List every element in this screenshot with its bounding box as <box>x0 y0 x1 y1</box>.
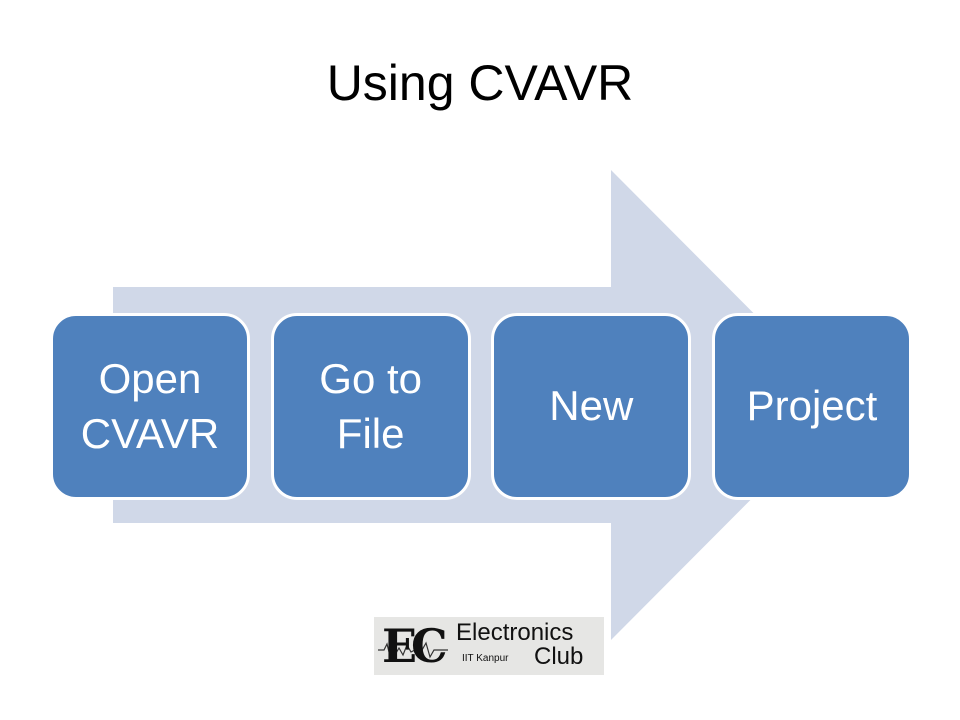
electronics-club-logo: EC Electronics IIT Kanpur Club <box>374 617 604 675</box>
logo-word-electronics: Electronics <box>456 619 574 646</box>
slide-title: Using CVAVR <box>326 55 634 111</box>
logo-word-club: Club <box>534 643 584 670</box>
process-steps: Open CVAVR Go to File New Project <box>50 313 912 500</box>
step-new: New <box>491 313 692 500</box>
logo-subtitle: IIT Kanpur <box>462 653 509 664</box>
step-go-to-file: Go to File <box>270 313 471 500</box>
step-project: Project <box>711 313 912 500</box>
arrow-shape <box>113 170 845 640</box>
logo-mark: EC <box>382 619 448 673</box>
step-open-cvavr: Open CVAVR <box>50 313 250 500</box>
waveform-icon <box>378 641 448 659</box>
